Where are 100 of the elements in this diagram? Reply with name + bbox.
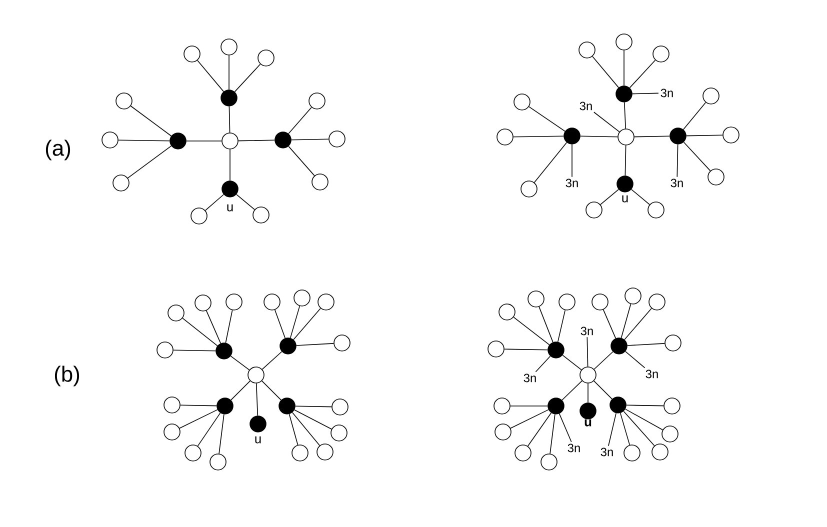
edge-line — [294, 409, 332, 430]
edge-line — [602, 309, 616, 339]
open-vertex — [226, 294, 242, 310]
open-vertex — [618, 128, 634, 146]
open-vertex — [664, 334, 682, 352]
open-vertex — [580, 366, 596, 384]
edge-line — [538, 306, 554, 343]
edge-line — [130, 106, 172, 136]
vertex-label: u — [255, 436, 261, 444]
open-vertex — [586, 202, 602, 218]
open-vertex — [514, 444, 532, 462]
open-vertex — [308, 92, 326, 110]
open-vertex — [520, 180, 538, 198]
edge-line — [683, 142, 711, 172]
filled-vertex — [610, 396, 626, 414]
edge-line — [290, 306, 300, 338]
open-vertex — [624, 444, 640, 462]
open-vertex — [616, 34, 632, 50]
open-vertex — [102, 132, 118, 148]
open-vertex — [258, 50, 274, 66]
edge-line — [625, 351, 646, 368]
edge-line — [274, 309, 286, 338]
edge-line — [594, 112, 620, 132]
vertex-label: u — [622, 195, 628, 202]
open-vertex — [210, 454, 226, 470]
edge-line — [627, 343, 666, 346]
open-vertex — [184, 46, 200, 62]
open-vertex — [334, 334, 350, 352]
edge-line — [234, 64, 261, 92]
open-vertex — [624, 288, 642, 304]
open-vertex — [116, 92, 132, 110]
edge-line — [510, 409, 549, 429]
edge-line — [118, 140, 170, 142]
open-vertex — [294, 290, 310, 306]
edge-line — [634, 136, 670, 138]
filled-vertex — [564, 128, 580, 144]
edge-line — [292, 412, 320, 446]
edge-line — [230, 356, 250, 370]
edge-line — [594, 380, 612, 400]
open-vertex — [312, 174, 328, 190]
edge-line — [206, 310, 222, 344]
open-vertex — [292, 444, 308, 462]
open-vertex — [168, 304, 184, 322]
edge-line — [550, 414, 556, 454]
filled-vertex — [216, 398, 234, 414]
line-end-label: 3n — [646, 370, 658, 378]
edge-line — [182, 318, 218, 346]
edge-line — [173, 350, 216, 352]
edge-line — [676, 144, 678, 178]
open-vertex — [498, 304, 516, 320]
edge-line — [513, 316, 550, 346]
open-vertex — [514, 94, 530, 110]
open-vertex — [592, 294, 608, 310]
edge-line — [295, 406, 332, 408]
edge-line — [624, 145, 626, 176]
open-vertex — [112, 174, 130, 192]
line-end-label: 3n — [670, 178, 683, 188]
edge-line — [600, 189, 619, 205]
line-end-label: 3n — [600, 448, 613, 456]
filled-vertex — [222, 180, 238, 198]
edge-line — [632, 92, 659, 94]
filled-vertex — [548, 342, 564, 358]
edge-line — [686, 134, 723, 136]
open-vertex — [222, 132, 238, 150]
edge-line — [562, 380, 582, 401]
line-end-label: 3n — [568, 444, 580, 452]
open-vertex — [528, 290, 544, 308]
line-end-label: 3n — [580, 326, 593, 336]
open-vertex — [220, 38, 238, 56]
open-vertex — [194, 294, 212, 312]
edge-line — [256, 382, 258, 416]
filled-vertex — [170, 132, 186, 150]
open-vertex — [318, 294, 334, 310]
edge-line — [535, 356, 551, 372]
panel-label: (b) — [54, 366, 80, 386]
line-end-label: 3n — [566, 178, 578, 188]
edge-line — [624, 308, 652, 340]
open-vertex — [264, 294, 280, 310]
vertex-label: u — [584, 419, 592, 426]
edge-line — [197, 412, 221, 446]
open-vertex — [722, 126, 740, 144]
open-vertex — [648, 294, 666, 310]
edge-line — [594, 351, 614, 370]
edge-line — [592, 56, 619, 88]
edge-line — [623, 410, 655, 446]
open-vertex — [164, 396, 180, 414]
edge-line — [624, 102, 626, 129]
edge-line — [288, 414, 298, 446]
open-vertex — [652, 46, 670, 62]
open-vertex — [540, 454, 558, 470]
edge-line — [608, 412, 616, 446]
vertex-label: u — [227, 204, 233, 212]
edge-line — [236, 194, 255, 210]
filled-vertex — [250, 416, 266, 432]
open-vertex — [664, 398, 680, 414]
edge-line — [288, 146, 315, 176]
edge-line — [291, 138, 329, 140]
edge-line — [228, 106, 230, 133]
edge-line — [534, 142, 568, 183]
edge-line — [186, 140, 222, 142]
